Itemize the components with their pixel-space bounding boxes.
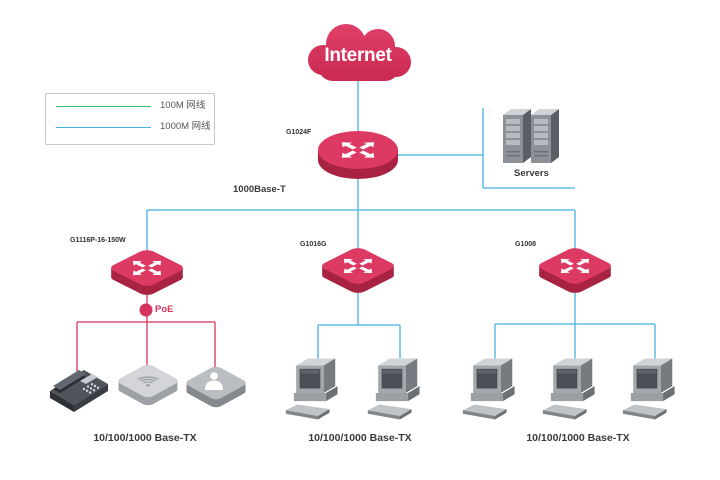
legend-line-1000m (56, 126, 151, 128)
legend-line-100m (56, 105, 151, 107)
servers-label: Servers (514, 168, 549, 179)
uplink-speed-label: 1000Base-T (233, 184, 286, 195)
computer-icon (622, 358, 675, 420)
wireless-ap-icon (118, 364, 178, 406)
legend-item-1000m: 1000M 网线 (56, 121, 211, 133)
computer-icon (462, 358, 515, 420)
switch-icon (107, 248, 186, 297)
wifi-icon (137, 376, 159, 387)
poe-badge-dot (139, 303, 153, 317)
computer-icon (285, 358, 338, 420)
ports-label: 10/100/1000 Base-TX (93, 432, 197, 444)
switch-model-label: G1008 (515, 241, 537, 248)
cloud-icon (308, 24, 411, 81)
switch-model-label: G1116P-16-150W (70, 237, 126, 244)
ports-label: 10/100/1000 Base-TX (308, 432, 412, 444)
internet-label: Internet (324, 45, 392, 66)
legend-label-100m: 100M 网线 (160, 100, 206, 111)
ports-label: 10/100/1000 Base-TX (526, 432, 630, 444)
server-tower (503, 109, 531, 163)
router-icon (318, 131, 398, 179)
network-links (76, 78, 656, 376)
ip-phone-icon (50, 370, 108, 412)
core-switch-model: G1024F (286, 129, 312, 136)
legend-item-100m: 100M 网线 (56, 100, 211, 112)
server-icon (503, 109, 559, 163)
ip-camera-icon (186, 366, 246, 408)
computer-icon (542, 358, 595, 420)
legend: 100M 网线 1000M 网线 (45, 93, 215, 145)
poe-label: PoE (155, 304, 174, 315)
switch-model-label: G1016G (300, 241, 327, 248)
computer-icon (367, 358, 420, 420)
switch-icon (318, 246, 397, 295)
server-tower (531, 109, 559, 163)
legend-label-1000m: 1000M 网线 (160, 121, 211, 132)
switch-icon (535, 246, 614, 295)
